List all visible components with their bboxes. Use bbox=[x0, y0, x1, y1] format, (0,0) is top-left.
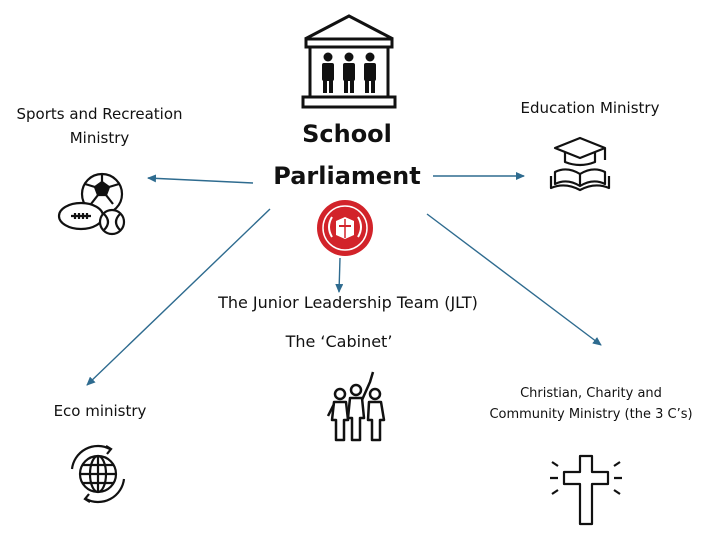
arrow-to-christian bbox=[426, 213, 602, 346]
arrow-to-eco bbox=[86, 208, 271, 386]
graduation-book-icon bbox=[549, 134, 611, 192]
cabinet-label: The ‘Cabinet’ bbox=[285, 332, 393, 351]
christian-ministry-label-line2: Community Ministry (the 3 C’s) bbox=[489, 407, 693, 422]
parliament-building-icon bbox=[300, 13, 398, 111]
eco-ministry-label: Eco ministry bbox=[53, 402, 147, 420]
school-badge-icon bbox=[316, 199, 374, 257]
cross-icon bbox=[546, 452, 626, 532]
sports-ministry-label-line2: Ministry bbox=[69, 129, 130, 147]
christian-ministry-label-line1: Christian, Charity and bbox=[520, 386, 662, 401]
arrow-to-jlt bbox=[335, 257, 344, 293]
globe-icon bbox=[64, 443, 132, 505]
title-parliament: Parliament bbox=[273, 162, 421, 190]
jlt-label: The Junior Leadership Team (JLT) bbox=[218, 293, 478, 312]
sports-ministry-label-line1: Sports and Recreation bbox=[16, 105, 183, 123]
education-ministry-label: Education Ministry bbox=[520, 99, 660, 117]
team-people-icon bbox=[326, 370, 390, 444]
title-school: School bbox=[302, 120, 392, 148]
arrow-to-sports bbox=[147, 174, 254, 184]
sports-balls-icon bbox=[55, 172, 131, 236]
